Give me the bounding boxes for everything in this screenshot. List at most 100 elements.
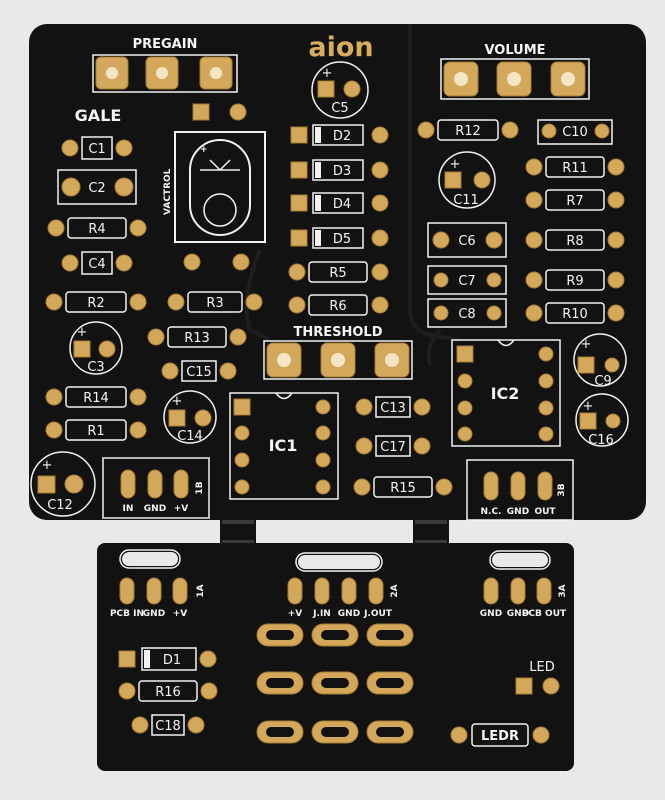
res-r10: R10 — [525, 302, 625, 324]
header-pad — [120, 469, 136, 499]
res-r5: R5 — [288, 261, 389, 283]
c9-label: C9 — [594, 374, 611, 389]
ic-outline — [229, 392, 339, 500]
pad — [501, 121, 519, 139]
outline — [427, 222, 507, 258]
vactrol-pad — [232, 253, 250, 271]
outline — [312, 159, 364, 181]
trace — [408, 24, 461, 342]
sub-board: PCB IN GND +V 1A +V J.IN GND J.OUT 2A GN… — [97, 543, 574, 771]
outline — [437, 119, 499, 141]
outline — [81, 251, 113, 275]
pad — [607, 158, 625, 176]
vactrol-pad — [183, 253, 201, 271]
mounting-slot — [122, 552, 178, 566]
pad — [371, 161, 389, 179]
pad — [129, 388, 147, 406]
cap-pad — [194, 409, 212, 427]
pin-gnd-label: GND — [507, 507, 529, 517]
pot-hole — [156, 67, 168, 79]
pad — [371, 126, 389, 144]
header-pad — [341, 577, 357, 605]
outline — [471, 723, 529, 747]
led-pad — [515, 677, 533, 695]
cap-outline — [575, 393, 629, 447]
ic-pin — [456, 345, 474, 363]
pad — [371, 263, 389, 281]
brand-logo: aion — [308, 32, 373, 63]
c8-label: C8 — [458, 307, 475, 322]
slot-outline — [295, 552, 383, 572]
header-pad — [314, 577, 330, 605]
pad — [219, 362, 237, 380]
res-r7: R7 — [525, 189, 625, 211]
pad — [288, 263, 306, 281]
mouse-bite — [415, 540, 447, 544]
d1-label: D1 — [163, 653, 181, 668]
cap-pad — [98, 340, 116, 358]
outline — [373, 476, 433, 498]
project-name: GALE — [75, 106, 122, 125]
mouse-bite — [222, 520, 254, 524]
res-r4: R4 — [47, 217, 147, 239]
pad — [129, 219, 147, 237]
pad — [61, 139, 79, 157]
ledr-label: LEDR — [481, 729, 519, 744]
ic-pin — [538, 373, 554, 389]
pad — [355, 398, 373, 416]
pad — [607, 191, 625, 209]
header-tag: 1B — [195, 481, 205, 494]
ic-pin — [457, 400, 473, 416]
r9-label: R9 — [566, 274, 583, 289]
pin-v-label: +V — [173, 609, 188, 619]
ic-pin — [315, 452, 331, 468]
pad — [435, 478, 453, 496]
header-pad — [510, 577, 526, 605]
pad — [118, 682, 136, 700]
pad — [450, 726, 468, 744]
cap-c13: C13 — [355, 396, 431, 418]
trace — [426, 328, 442, 366]
pad — [167, 293, 185, 311]
pregain-pot — [92, 54, 238, 93]
cap-pad — [605, 413, 621, 429]
diode-d2: D2 — [290, 124, 389, 146]
header-pad — [173, 469, 189, 499]
r15-label: R15 — [390, 481, 416, 496]
cap-pad — [604, 357, 620, 373]
switch-hole — [266, 630, 294, 640]
cap-pad — [37, 475, 56, 494]
header-tag: 3B — [557, 483, 567, 496]
polarity-mark: + — [42, 458, 53, 473]
pad — [532, 726, 550, 744]
res-r6: R6 — [288, 294, 389, 316]
mouse-bite — [415, 520, 447, 524]
ic-pin — [234, 452, 250, 468]
outline — [57, 169, 137, 205]
pad — [607, 304, 625, 322]
outline — [181, 360, 217, 382]
ic-pin — [315, 479, 331, 495]
header-pad — [368, 577, 384, 605]
r2-label: R2 — [87, 296, 104, 311]
header-pad — [287, 577, 303, 605]
ic-pin — [234, 425, 250, 441]
pin-v-label: +V — [174, 504, 189, 514]
volume-pot — [440, 58, 590, 100]
r6-label: R6 — [329, 299, 346, 314]
outline — [141, 647, 197, 671]
pad — [45, 293, 63, 311]
res-r2: R2 — [45, 291, 147, 313]
pad — [541, 123, 557, 139]
header-outline — [466, 459, 574, 521]
pad — [417, 121, 435, 139]
vactrol-body — [189, 139, 251, 236]
header-pad — [119, 577, 135, 605]
cap-c7: C7 — [427, 265, 507, 295]
cap-c4: C4 — [61, 251, 133, 275]
pad — [61, 177, 81, 197]
pad — [114, 177, 134, 197]
pot-hole — [106, 67, 118, 79]
pad — [290, 126, 308, 144]
led-label: LED — [529, 660, 554, 675]
